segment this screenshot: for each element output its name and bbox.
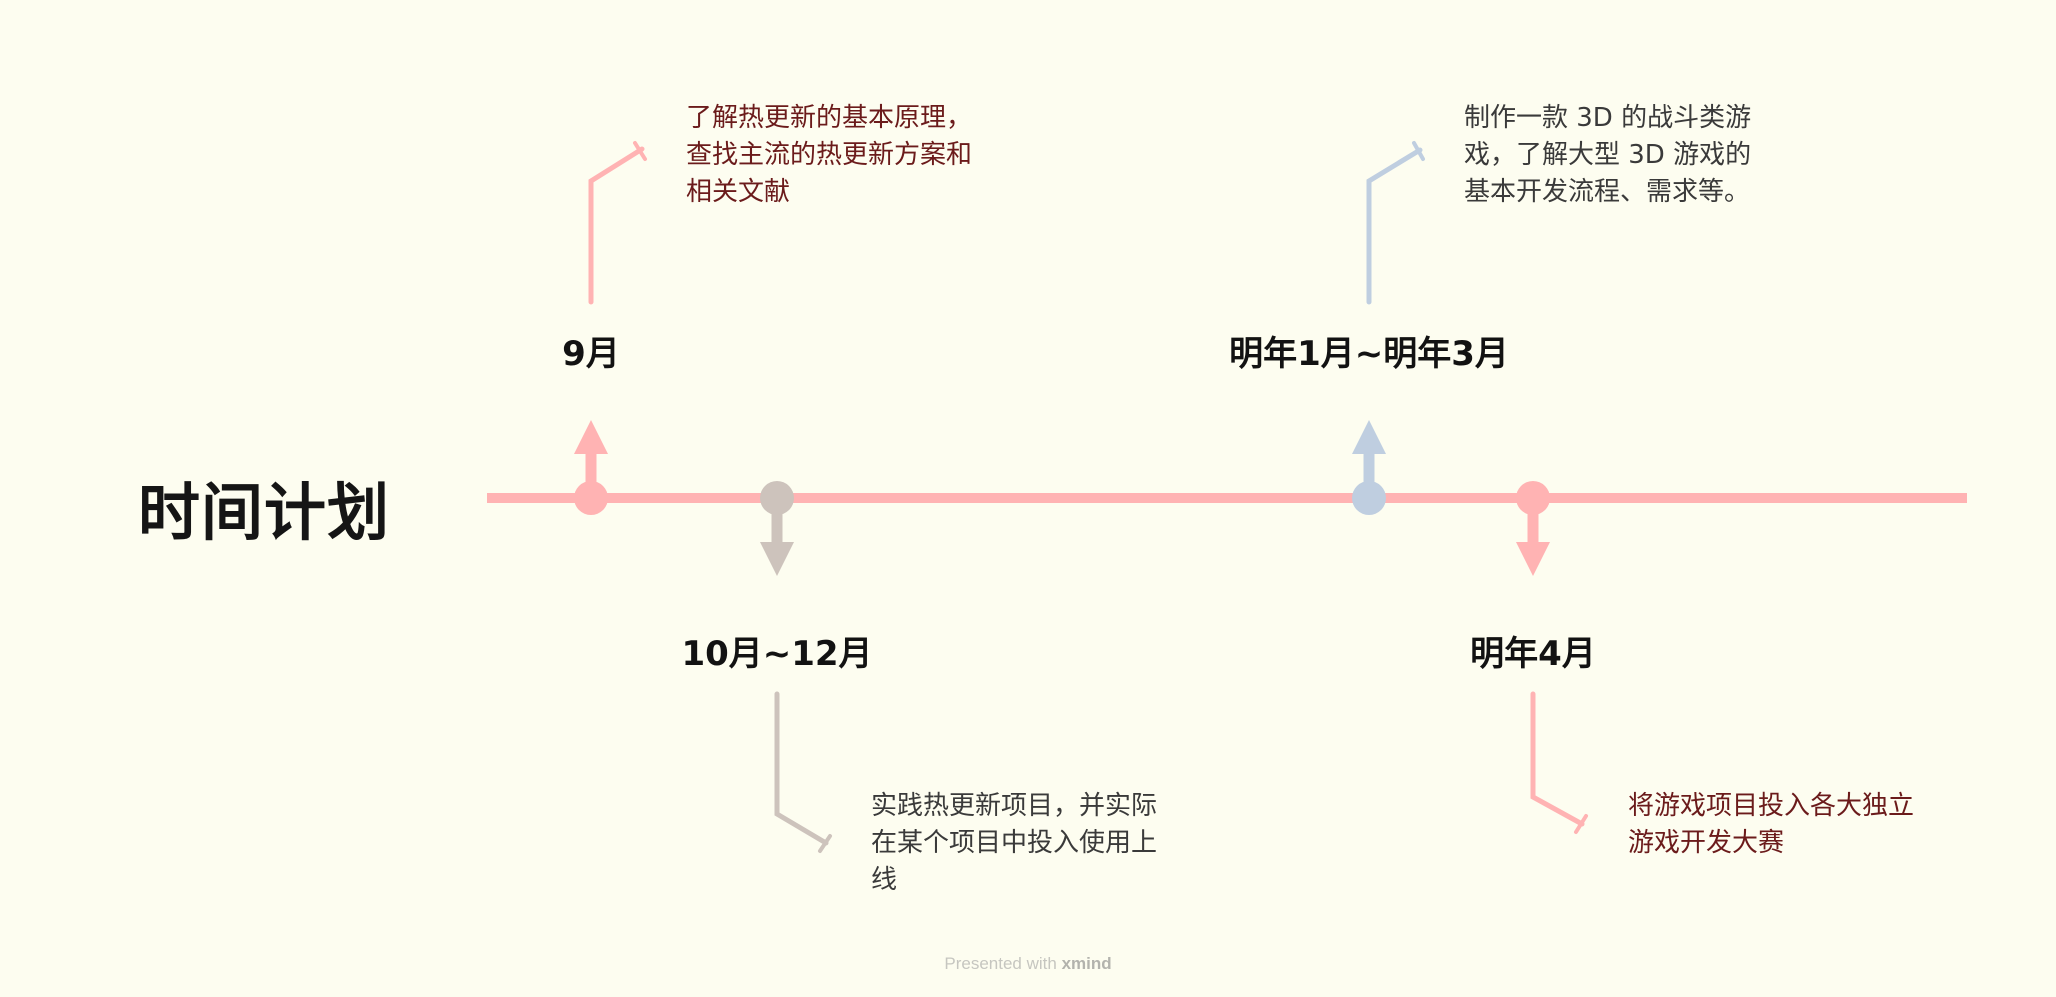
milestone-2-label[interactable]: 10月~12月 bbox=[681, 634, 873, 674]
milestone-1-dot bbox=[574, 481, 608, 515]
milestone-1-description[interactable]: 了解热更新的基本原理， 查找主流的热更新方案和 相关文献 bbox=[686, 103, 973, 207]
milestone-4-dot bbox=[1516, 481, 1550, 515]
milestone-4-label[interactable]: 明年4月 bbox=[1470, 634, 1596, 674]
milestone-4-connector-cap bbox=[1574, 814, 1588, 834]
footer-attribution: Presented with xmind bbox=[0, 954, 2056, 974]
page-title: 时间计划 bbox=[138, 476, 391, 549]
milestone-3-dot bbox=[1352, 481, 1386, 515]
milestone-1-label[interactable]: 9月 bbox=[562, 334, 620, 374]
milestone-2-arrow-head bbox=[760, 542, 794, 576]
milestone-2-marker[interactable] bbox=[760, 481, 794, 576]
milestone-4-connector bbox=[1530, 691, 1585, 827]
milestone-1-arrow-head bbox=[574, 420, 608, 454]
footer-prefix: Presented with bbox=[944, 954, 1062, 973]
milestone-3-label[interactable]: 明年1月~明年3月 bbox=[1229, 334, 1509, 374]
milestone-3-marker[interactable] bbox=[1352, 420, 1386, 515]
footer-brand: xmind bbox=[1061, 954, 1112, 973]
milestone-1-connector-cap bbox=[633, 141, 647, 161]
milestone-3-description[interactable]: 制作一款 3D 的战斗类游 戏，了解大型 3D 游戏的 基本开发流程、需求等。 bbox=[1464, 103, 1752, 207]
milestone-2-connector-cap bbox=[818, 834, 832, 853]
milestone-3-connector bbox=[1366, 147, 1423, 305]
milestone-2-dot bbox=[760, 481, 794, 515]
milestone-2-description[interactable]: 实践热更新项目，并实际 在某个项目中投入使用上 线 bbox=[871, 791, 1158, 895]
milestone-3-arrow-head bbox=[1352, 420, 1386, 454]
milestone-1-connector bbox=[588, 146, 645, 305]
milestone-1-marker[interactable] bbox=[574, 420, 608, 515]
milestone-3-connector-cap bbox=[1412, 141, 1425, 161]
milestone-2-connector bbox=[774, 691, 829, 846]
milestone-4-description[interactable]: 将游戏项目投入各大独立 游戏开发大赛 bbox=[1628, 791, 1915, 858]
milestone-4-arrow-head bbox=[1516, 542, 1550, 576]
milestone-4-marker[interactable] bbox=[1516, 481, 1550, 576]
